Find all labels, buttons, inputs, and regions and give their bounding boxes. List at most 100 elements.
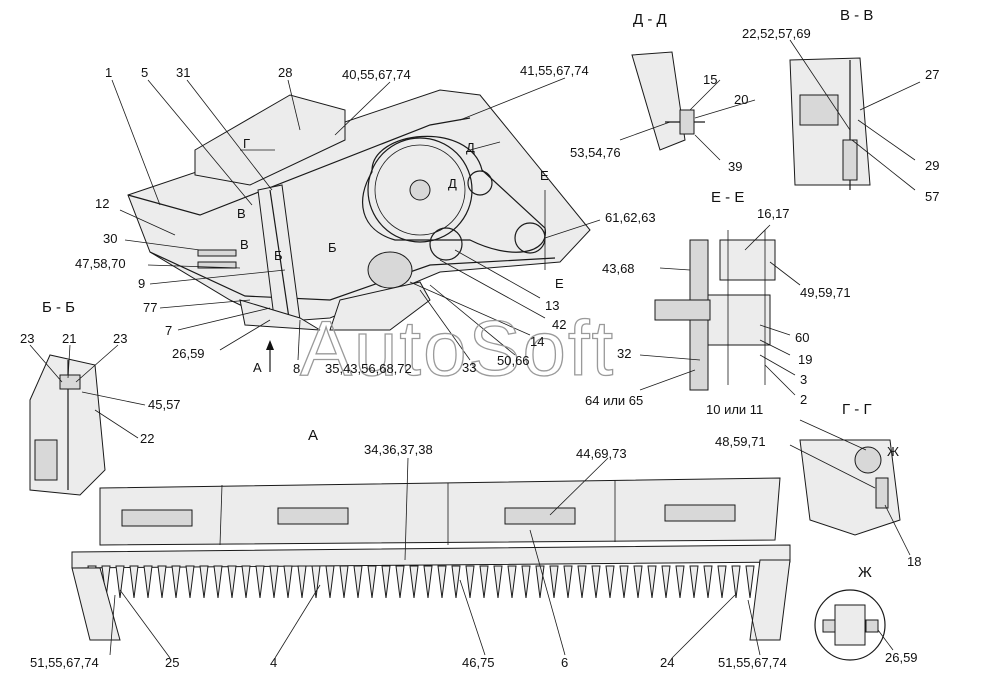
mount-bracket-1 (121, 509, 193, 527)
view-a-arrowhead (266, 340, 274, 350)
callout-19: 19 (798, 352, 812, 367)
callout-60: 60 (795, 330, 809, 345)
knife-guard (423, 565, 433, 599)
top-cover-box (194, 94, 346, 186)
callout-1: 1 (105, 65, 112, 80)
callout-28: 28 (278, 65, 292, 80)
callout-77: 77 (143, 300, 157, 315)
cut-mark-b1: Б (328, 240, 337, 255)
cut-mark-v2: В (240, 237, 249, 252)
bb-nut (59, 374, 81, 390)
callout-39: 39 (728, 159, 742, 174)
callout-47-58-70: 47,58,70 (75, 256, 126, 271)
knife-guard (171, 565, 181, 599)
knife-guard (591, 565, 601, 599)
knife-guard (661, 565, 671, 599)
knife-guard (143, 565, 153, 599)
drive-chain (362, 135, 546, 253)
callout-40-55-67-74: 40,55,67,74 (342, 67, 411, 82)
knife-guard (129, 565, 139, 599)
section-title-zh: Ж (858, 564, 872, 581)
cut-mark-a: А (253, 360, 262, 375)
gg-bolt (875, 477, 889, 509)
middle-sprocket (429, 227, 463, 261)
knife-guard (563, 565, 573, 599)
knife-guard (731, 565, 741, 599)
cut-mark-b2: Б (274, 248, 283, 263)
knife-guard (507, 565, 517, 599)
knife-guard (409, 565, 419, 599)
leader-lines (29, 39, 921, 659)
callout-29: 29 (925, 158, 939, 173)
callout-34-36-37-38: 34,36,37,38 (364, 442, 433, 457)
knife-guard (269, 565, 279, 599)
knife-guard (241, 565, 251, 599)
callout-5: 5 (141, 65, 148, 80)
knife-guard (605, 565, 615, 599)
knife-guard (689, 565, 699, 599)
callout-12: 12 (95, 196, 109, 211)
callout-64-65: 64 или 65 (585, 393, 643, 408)
callout-26-59-zh: 26,59 (885, 650, 918, 665)
knife-guard (367, 565, 377, 599)
section-ee-drawing (654, 230, 776, 391)
knife-guard (339, 565, 349, 599)
mount-bracket-3 (504, 507, 576, 525)
callout-32: 32 (617, 346, 631, 361)
section-title-vv: В - В (840, 7, 873, 24)
view-zh-drawing (814, 589, 886, 661)
knife-guard (115, 565, 125, 599)
knife-guard (297, 565, 307, 599)
callout-35-43-56-68-72: 35,43,56,68,72 (325, 361, 412, 376)
knife-guard (549, 565, 559, 599)
main-side-view (127, 89, 591, 372)
cut-mark-e1: Е (540, 168, 549, 183)
callout-46-75: 46,75 (462, 655, 495, 670)
knife-guard (619, 565, 629, 599)
callout-23-right: 23 (113, 331, 127, 346)
callout-3: 3 (800, 372, 807, 387)
callout-22-52-57-69: 22,52,57,69 (742, 26, 811, 41)
zh-outline (814, 589, 886, 661)
callout-18: 18 (907, 554, 921, 569)
callout-61-62-63: 61,62,63 (605, 210, 656, 225)
mount-bracket-4 (664, 504, 736, 522)
view-title-a: А (308, 427, 318, 444)
callout-13: 13 (545, 298, 559, 313)
cut-line-d (469, 141, 501, 151)
section-title-gg: Г - Г (842, 401, 872, 418)
knife-guards (87, 565, 769, 599)
knife-guard (479, 565, 489, 599)
large-sprocket (367, 137, 473, 243)
ee-bracket (719, 239, 776, 281)
callout-26-59: 26,59 (172, 346, 205, 361)
callout-41-55-67-74: 41,55,67,74 (520, 63, 589, 78)
callout-2: 2 (800, 392, 807, 407)
zh-block (834, 604, 866, 646)
knife-guard (745, 565, 755, 599)
cut-mark-d2: Д (448, 176, 457, 191)
callout-57: 57 (925, 189, 939, 204)
panel-divider-1 (219, 484, 223, 546)
callout-45-57: 45,57 (148, 397, 181, 412)
section-title-bb: Б - Б (42, 299, 75, 316)
gg-bearing (854, 446, 882, 474)
zh-bolt-left (822, 619, 836, 633)
section-gg-drawing (799, 439, 901, 536)
callout-8: 8 (293, 361, 300, 376)
knife-guard (703, 565, 713, 599)
callout-23-left: 23 (20, 331, 34, 346)
ee-hub (707, 294, 771, 346)
cut-mark-g: Г (243, 136, 250, 151)
callout-51-55-67-74-right: 51,55,67,74 (718, 655, 787, 670)
housing-bottom-edge (149, 251, 556, 301)
ee-shaft (654, 299, 711, 321)
knife-guard (493, 565, 503, 599)
knife-guard (395, 565, 405, 599)
knife-drive-rod (269, 189, 291, 326)
callout-6: 6 (561, 655, 568, 670)
callout-33: 33 (462, 360, 476, 375)
vv-bearing-housing (799, 94, 839, 126)
cutter-bar-beam (71, 544, 791, 569)
